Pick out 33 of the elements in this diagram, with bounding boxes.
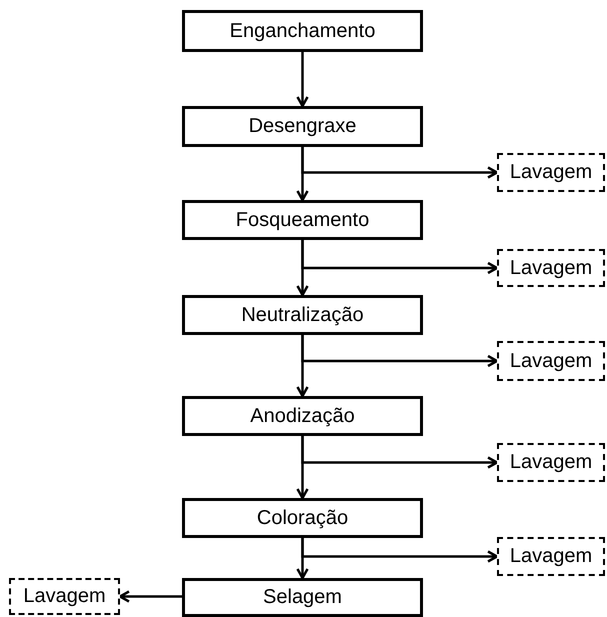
step-label: Fosqueamento [236,208,370,232]
arrow [118,590,182,603]
output-box [497,443,605,482]
output-box [497,249,605,287]
arrow [296,52,309,108]
step-label: Lavagem [23,585,106,608]
arrow [296,538,309,580]
step-label: Desengraxe [248,115,356,138]
step-label: Selagem [263,586,342,609]
arrow [296,147,309,202]
step-label: Lavagem [510,161,592,184]
step-label: Lavagem [510,545,592,568]
step-label: Lavagem [510,256,592,280]
process-box [182,578,423,617]
output-box [9,578,120,615]
step-label: Lavagem [510,451,592,474]
process-box [182,106,423,147]
step-label: Anodização [250,404,355,428]
output-box [497,537,605,576]
arrow [296,240,309,296]
step-label: Neutralização [241,304,364,326]
process-box [182,10,423,52]
step-label: Enganchamento [230,20,376,42]
process-box [182,295,423,335]
output-box [497,341,605,381]
process-box [182,200,423,240]
step-label: Lavagem [510,350,592,372]
step-label: Coloração [256,506,348,530]
output-box [497,153,605,192]
arrow [296,335,309,398]
process-box [182,498,423,538]
process-box [182,396,423,436]
arrow [296,436,309,500]
